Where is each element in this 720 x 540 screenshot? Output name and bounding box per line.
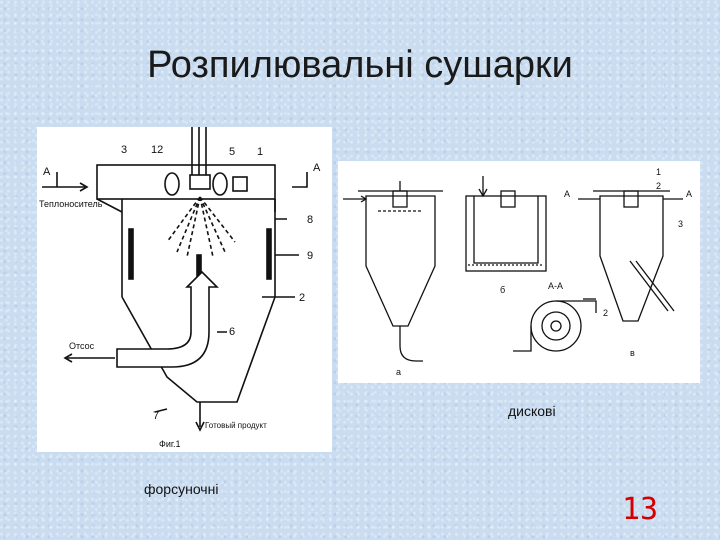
nozzle-dryer-diagram: 3 12 5 1 A A Теплоноситель 8 9 2 6 7 Отс… [37, 127, 332, 452]
label-exhaust: Отсос [69, 341, 95, 351]
chamber-walls [121, 199, 276, 297]
label-8: 8 [307, 214, 313, 226]
air-inlet-left [164, 172, 180, 196]
dryer-b-body [465, 195, 547, 272]
guide-right [266, 228, 272, 280]
label-12: 12 [151, 144, 163, 156]
fan-housing [530, 300, 582, 352]
label-fig: Фиг.1 [159, 439, 181, 449]
spray-cone [166, 196, 236, 258]
exhaust-duct [116, 270, 219, 368]
label-9: 9 [307, 250, 313, 262]
disc-dryer-drawing: а б в А-А А А 1 2 3 2 [343, 167, 692, 377]
label-6: 6 [229, 326, 235, 338]
disc-dryer-caption: дискові [508, 403, 556, 419]
label-a: а [396, 367, 401, 377]
label-2: 2 [299, 292, 305, 304]
label-section: А-А [548, 281, 563, 291]
label-5: 5 [229, 146, 235, 158]
slide-title: Розпилювальні сушарки [147, 44, 573, 86]
label-a-right: A [313, 162, 321, 174]
nozzle [189, 174, 211, 190]
label-a-left-right: А [564, 189, 570, 199]
label-a-left: A [43, 166, 51, 178]
label-heat-carrier: Теплоноситель [39, 199, 103, 209]
label-2-fan: 2 [603, 308, 608, 318]
nozzle-dryer-caption: форсуночні [144, 481, 219, 497]
label-1: 1 [257, 146, 263, 158]
label-7: 7 [153, 410, 159, 422]
label-3-right: 3 [678, 219, 683, 229]
label-b: б [500, 285, 505, 295]
label-a-right-right: А [686, 189, 692, 199]
dryer-v-body [599, 195, 664, 322]
label-v: в [630, 348, 635, 358]
label-2-right: 2 [656, 181, 661, 191]
guide-left [128, 228, 134, 280]
label-product: Готовый продукт [205, 421, 267, 430]
label-3: 3 [121, 144, 127, 156]
dryer-a-body [365, 195, 436, 327]
air-inlet-right [212, 172, 228, 196]
disc-dryer-diagram: а б в А-А А А 1 2 3 2 [338, 161, 700, 383]
nozzle-dryer-drawing: 3 12 5 1 A A Теплоноситель 8 9 2 6 7 Отс… [39, 127, 321, 449]
feed-pipes [191, 127, 207, 175]
label-1-right: 1 [656, 167, 661, 177]
air-distributor-box [96, 164, 276, 200]
page-number: 13 [622, 492, 659, 527]
